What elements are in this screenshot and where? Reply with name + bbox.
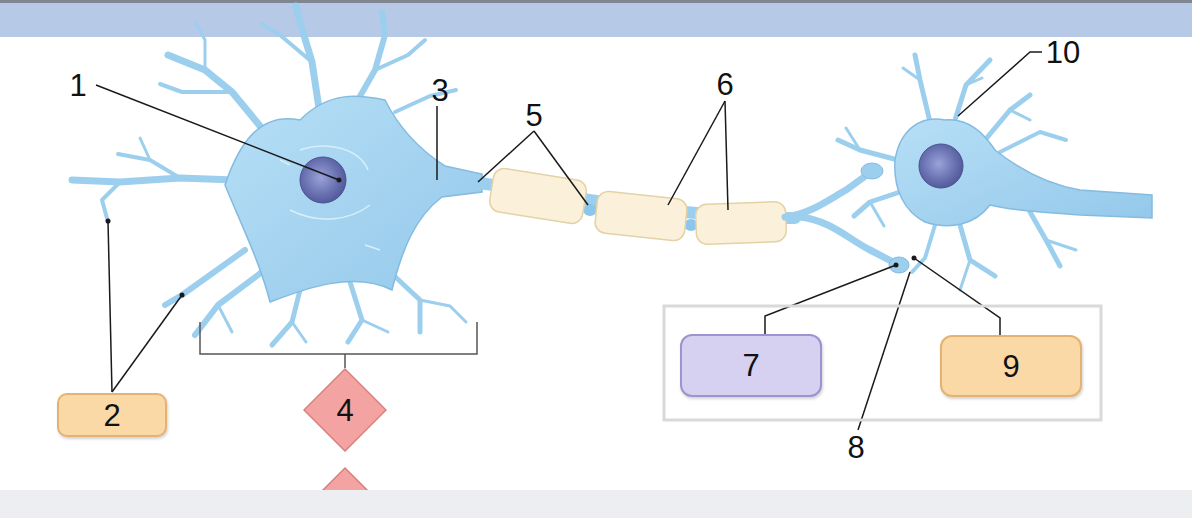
synaptic-knob: [889, 257, 909, 273]
leader-line: [96, 85, 339, 180]
callout-number: 3: [431, 75, 448, 106]
leader-line: [478, 131, 534, 182]
dendrite: [1010, 110, 1030, 120]
label-box: 7: [680, 334, 822, 397]
dendrite: [1000, 132, 1066, 152]
leader-lines: [96, 52, 1042, 430]
leader-line: [436, 106, 438, 180]
callout-number: 2: [103, 400, 120, 431]
callout-number: 4: [336, 395, 353, 426]
myelin-sheath: [488, 167, 588, 225]
dendrite: [218, 305, 232, 332]
cell-body: [895, 119, 1152, 226]
leader-line: [108, 221, 112, 392]
dendrite: [420, 300, 466, 322]
leader-dot: [894, 263, 899, 268]
synaptic-knob: [861, 163, 883, 179]
dendrites: [838, 55, 1076, 290]
header-edge: [0, 0, 1192, 3]
callout-number: 5: [525, 100, 542, 131]
terminal-branch: [800, 217, 893, 262]
leader-dot: [106, 219, 111, 224]
callout-number: 8: [847, 432, 864, 463]
dendrite: [292, 322, 306, 342]
bracket: [200, 322, 477, 368]
dendrite: [362, 320, 388, 332]
leader-line: [765, 265, 896, 334]
nucleus: [919, 144, 963, 188]
terminal-branch: [785, 177, 864, 217]
label-box: 2: [57, 393, 167, 437]
dendrite: [1046, 240, 1076, 250]
node-of-ranvier: [583, 204, 597, 216]
dendrite: [375, 40, 425, 70]
leader-dot: [912, 256, 917, 261]
label-diamond: 4: [303, 368, 387, 452]
dendrite: [903, 68, 920, 80]
dendrite: [960, 225, 995, 276]
leader-line: [914, 258, 1000, 335]
leader-line: [858, 272, 910, 430]
dendrite: [955, 60, 990, 120]
dendrite: [348, 282, 362, 342]
dendrite: [195, 22, 205, 70]
dendrite: [985, 95, 1030, 140]
diamond-shape: [304, 369, 386, 451]
cell-body: [225, 96, 482, 302]
leader-line: [725, 101, 728, 210]
label-box: 9: [940, 335, 1082, 397]
leader-line: [112, 295, 182, 392]
callout-number: 9: [1002, 351, 1019, 382]
dendrite: [870, 202, 884, 226]
dendrite: [72, 178, 235, 182]
dendrite: [102, 182, 120, 222]
header-band: [0, 0, 1192, 37]
callout-number: 7: [742, 350, 759, 381]
dendrite: [846, 128, 860, 150]
dendrite: [355, 12, 385, 105]
myelin-sheath: [695, 201, 786, 244]
dendrite: [960, 260, 970, 290]
axon-terminals: [785, 177, 893, 262]
leader-dot: [180, 293, 185, 298]
dendrite: [262, 24, 312, 62]
leader-line: [534, 131, 588, 205]
group-frame: [664, 306, 1101, 420]
callout-number: 10: [1046, 37, 1080, 68]
nucleus: [300, 157, 346, 203]
leader-line: [958, 52, 1042, 116]
cytoplasm-detail: [280, 146, 380, 250]
dendrite: [160, 84, 232, 92]
leader-line: [668, 101, 725, 205]
dendrite: [140, 138, 150, 160]
callout-number: 6: [716, 69, 733, 100]
dendrite: [195, 272, 262, 335]
leader-dot: [337, 178, 342, 183]
dendrite: [966, 78, 982, 85]
callout-number: 1: [69, 70, 86, 101]
dendrite: [915, 55, 930, 122]
footer-band: [0, 490, 1192, 518]
dendrite: [838, 140, 898, 160]
myelin-sheath: [594, 190, 688, 241]
